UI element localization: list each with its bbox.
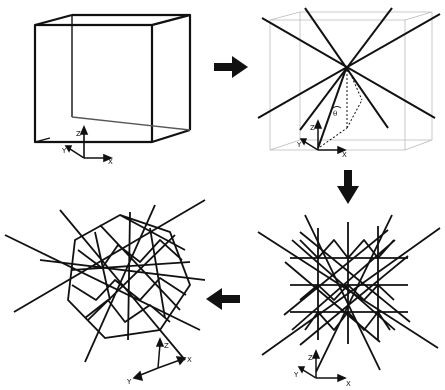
arrow-right [214, 56, 248, 78]
z-axis-label: Z [76, 130, 81, 138]
z-axis-label-4: Z [164, 342, 169, 350]
arrow-down [337, 170, 359, 204]
x-axis-label-3: X [346, 380, 351, 388]
panel-rotated-lattice [4, 199, 206, 363]
z-axis-label-3: Z [308, 354, 313, 362]
y-axis-label-4: Y [126, 378, 132, 386]
arrow-left [206, 288, 240, 310]
x-axis-label: X [108, 158, 113, 166]
x-axis-label-4: X [187, 356, 192, 364]
z-axis-label-2: Z [310, 124, 315, 132]
x-axis-label-2: X [342, 151, 347, 159]
axes-diagonals [299, 119, 347, 155]
axes-rotated-lattice [132, 337, 187, 382]
angle-label: θ [333, 110, 337, 118]
y-axis-label-3: Y [293, 371, 299, 379]
panel-lattice [257, 214, 441, 373]
axes-lattice [297, 349, 347, 383]
panel-cube [33, 13, 192, 144]
axes-cube [64, 124, 114, 163]
panel-diagonals [257, 7, 441, 151]
y-axis-label-2: Y [296, 141, 302, 149]
y-axis-label: Y [61, 147, 67, 155]
